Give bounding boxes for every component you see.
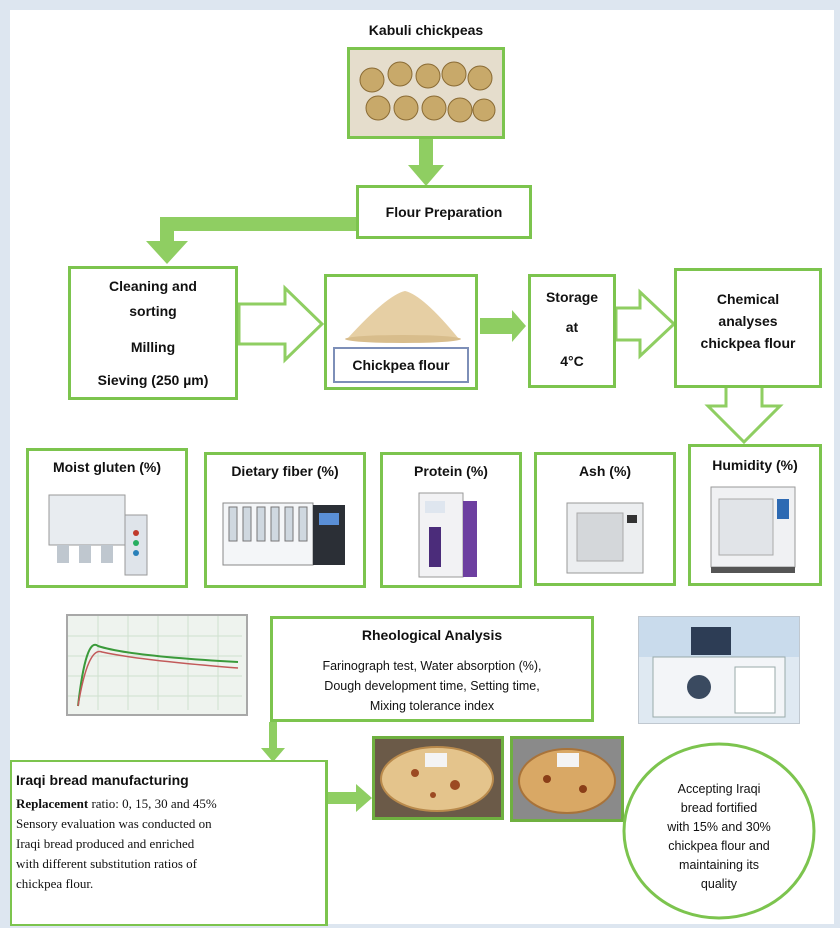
cleaning-line3: Milling xyxy=(130,339,176,355)
rheology-line3: Mixing tolerance index xyxy=(369,699,495,713)
oven-image xyxy=(710,486,796,573)
cleaning-line4: Sieving (250 µm) xyxy=(97,372,209,388)
arrow-rheology-to-bread xyxy=(261,722,285,762)
bread-replacement: Replacement ratio: 0, 15, 30 and 45% xyxy=(16,796,217,812)
farinograph-chart-image xyxy=(66,614,248,716)
rheology-line2: Dough development time, Setting time, xyxy=(324,679,540,693)
analysis-label-humidity: Humidity (%) xyxy=(712,457,798,473)
conclusion-line3: with 15% and 30% xyxy=(667,820,771,834)
arrow-flour-to-storage xyxy=(480,310,526,342)
analysis-protein: Protein (%) xyxy=(380,452,522,588)
bread-image-2 xyxy=(518,748,616,814)
chickpea-flour-box: Chickpea flour xyxy=(324,274,478,390)
cleaning-line1: Cleaning and xyxy=(109,278,197,294)
bread-photo-2 xyxy=(510,736,624,822)
chickpeas-photo xyxy=(347,47,505,139)
flour-preparation-label: Flour Preparation xyxy=(385,204,503,220)
conclusion-line5: maintaining its xyxy=(679,858,759,872)
chickpea-flour-label: Chickpea flour xyxy=(352,357,450,373)
farinograph-curve xyxy=(68,616,242,710)
chemical-line3: chickpea flour xyxy=(700,335,796,351)
arrow-cleaning-to-flour xyxy=(237,284,325,364)
conclusion-ellipse xyxy=(622,742,816,920)
flowchart-canvas: Kabuli chickpeas Flour Preparation Clean… xyxy=(10,10,834,926)
chemical-line2: analyses xyxy=(718,313,778,329)
replacement-label: Replacement xyxy=(16,796,89,811)
analysis-moist-gluten: Moist gluten (%) xyxy=(26,448,188,588)
storage-line2: at xyxy=(565,319,579,335)
conclusion-line6: quality xyxy=(700,877,738,891)
analysis-label-protein: Protein (%) xyxy=(414,463,488,479)
bread-line5: chickpea flour. xyxy=(16,876,94,891)
chemical-analyses-box: Chemical analyses chickpea flour xyxy=(674,268,822,388)
arrow-storage-to-chemical xyxy=(614,288,677,360)
connector-arrows xyxy=(146,137,784,812)
analysis-label-ash: Ash (%) xyxy=(578,463,632,479)
arrow-prep-to-cleaning xyxy=(146,217,356,264)
lab-equipment-photo xyxy=(638,616,800,724)
conclusion-line4: chickpea flour and xyxy=(668,839,770,853)
bread-title: Iraqi bread manufacturing xyxy=(16,772,189,788)
analysis-ash: Ash (%) xyxy=(534,452,676,586)
rheology-title: Rheological Analysis xyxy=(361,627,503,643)
bread-image-1 xyxy=(380,746,494,812)
cleaning-line2: sorting xyxy=(129,303,177,319)
rheological-analysis-box: Rheological Analysis Farinograph test, W… xyxy=(270,616,594,722)
storage-line1: Storage xyxy=(545,289,599,305)
analysis-label-moist-gluten: Moist gluten (%) xyxy=(52,459,162,475)
source-title: Kabuli chickpeas xyxy=(368,22,484,38)
protein-analyzer-image xyxy=(418,492,477,578)
conclusion-text: Accepting Iraqi bread fortified with 15%… xyxy=(640,780,798,894)
analysis-humidity: Humidity (%) xyxy=(688,444,822,586)
bread-line2: Sensory evaluation was conducted on xyxy=(16,816,212,831)
lab-equipment-image xyxy=(639,617,799,718)
bread-manufacturing-box: Iraqi bread manufacturing Replacement ra… xyxy=(10,760,328,926)
conclusion-line2: bread fortified xyxy=(680,801,758,815)
arrow-bread-to-photos xyxy=(328,784,372,812)
chemical-line1: Chemical xyxy=(716,291,780,307)
arrow-photo-to-prep xyxy=(408,137,444,186)
conclusion-line1: Accepting Iraqi xyxy=(677,782,761,796)
bread-line3: Iraqi bread produced and enriched xyxy=(16,836,195,851)
cleaning-box: Cleaning and sorting Milling Sieving (25… xyxy=(68,266,238,400)
bread-line4: with different substitution ratios of xyxy=(16,856,198,871)
flour-preparation-box: Flour Preparation xyxy=(356,185,532,239)
storage-box: Storage at 4°C xyxy=(528,274,616,388)
gluten-apparatus-image xyxy=(48,494,148,576)
rheology-line1: Farinograph test, Water absorption (%), xyxy=(322,659,542,673)
arrow-chemical-to-humidity xyxy=(704,384,784,445)
analysis-label-dietary-fiber: Dietary fiber (%) xyxy=(231,463,339,479)
replacement-ratios: ratio: 0, 15, 30 and 45% xyxy=(88,796,217,811)
flour-pile-image xyxy=(345,291,461,343)
bread-photo-1 xyxy=(372,736,504,820)
chickpeas-image xyxy=(350,50,502,136)
chickpea-flour-label-box: Chickpea flour xyxy=(333,347,469,383)
analysis-dietary-fiber: Dietary fiber (%) xyxy=(204,452,366,588)
muffle-furnace-image xyxy=(566,502,644,574)
storage-line3: 4°C xyxy=(560,353,584,369)
fiber-analyzer-image xyxy=(222,502,345,566)
